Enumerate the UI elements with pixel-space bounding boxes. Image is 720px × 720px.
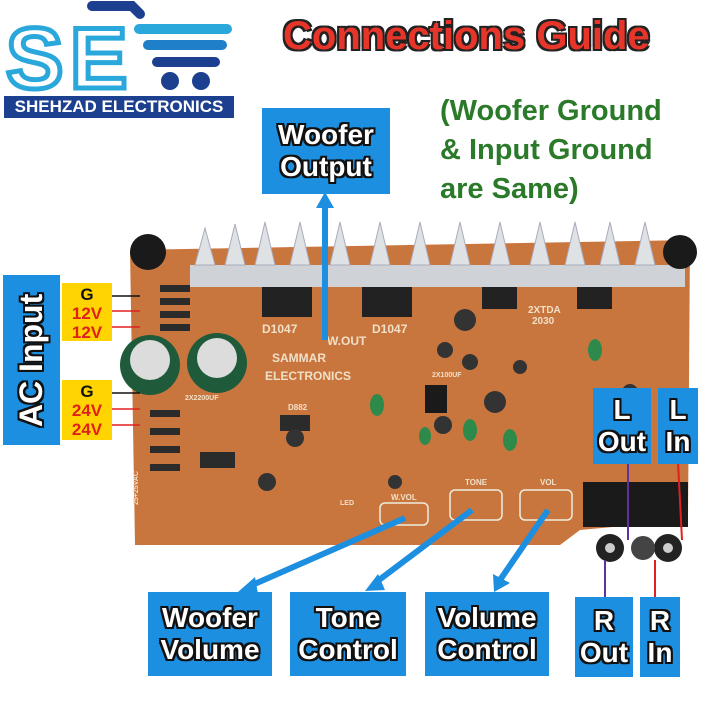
label-line: L: [669, 393, 687, 425]
board-text: 2X100UF: [432, 372, 462, 379]
high-voltage-terminals: G 24V 24V: [62, 380, 112, 440]
label-line: Out: [579, 637, 629, 668]
label-line: In: [665, 426, 691, 457]
label-line: In: [647, 637, 673, 668]
input-wires: [112, 295, 683, 597]
label-line: Volume: [160, 634, 260, 665]
voltage-label: 12V: [71, 323, 103, 342]
board-text: SAMMAR: [272, 351, 326, 365]
label-line: Volume: [437, 601, 537, 633]
board-text: D882: [288, 403, 308, 412]
note-line: (Woofer Ground: [440, 95, 662, 127]
label-line: Out: [597, 426, 647, 457]
board-text: 2X2200UF: [185, 395, 219, 402]
logo-icon: S E: [4, 1, 232, 110]
note-line: & Input Ground: [440, 134, 653, 166]
arrows: [238, 192, 551, 594]
capacitor: [663, 235, 697, 269]
board-text: D1047: [262, 322, 298, 336]
board-text: VOL: [540, 478, 557, 487]
logo: S E SE: [0, 0, 240, 120]
power-transistors: [262, 287, 612, 317]
low-voltage-terminals: G 12V 12V: [62, 283, 112, 342]
label-line: Woofer: [162, 601, 258, 633]
label-line: L: [613, 393, 631, 425]
label-line: R: [649, 604, 671, 636]
svg-text:S: S: [6, 11, 63, 96]
board-text: LED: [340, 500, 354, 507]
board-text: W.VOL: [391, 493, 417, 502]
capacitor: [130, 234, 166, 270]
board-text: 2030: [532, 316, 555, 327]
board-text: 25+25VAC: [133, 471, 140, 505]
label-line: Output: [280, 151, 372, 182]
rca-jacks: [583, 482, 688, 562]
label-line: Control: [437, 634, 537, 665]
board-text: TONE: [465, 478, 488, 487]
label-line: Tone: [315, 601, 381, 633]
ground-note: (Woofer Ground & Input Ground are Same): [440, 92, 662, 209]
ground-label: G: [80, 382, 94, 401]
board-text: D1047: [372, 322, 408, 336]
label-line: AC Input: [13, 293, 50, 427]
label-line: R: [593, 604, 615, 636]
ground-label: G: [80, 285, 94, 304]
voltage-label: 24V: [71, 420, 103, 439]
note-line: are Same): [440, 173, 579, 205]
ac-input-label: AC Input: [3, 275, 60, 445]
voltage-label: 12V: [71, 304, 103, 323]
board-text: ELECTRONICS: [265, 369, 351, 383]
board-text: 2XTDA: [528, 305, 561, 316]
label-line: Control: [298, 634, 398, 665]
board-text: W.OUT: [327, 334, 367, 348]
logo-brand: SHEHZAD ELECTRONICS: [4, 96, 234, 118]
voltage-label: 24V: [71, 401, 103, 420]
label-line: Woofer: [278, 118, 374, 150]
svg-text:E: E: [70, 11, 127, 96]
page-title: Connections Guide: [283, 14, 650, 58]
op-amp-chip: [425, 385, 447, 413]
heatsink: [190, 221, 685, 287]
